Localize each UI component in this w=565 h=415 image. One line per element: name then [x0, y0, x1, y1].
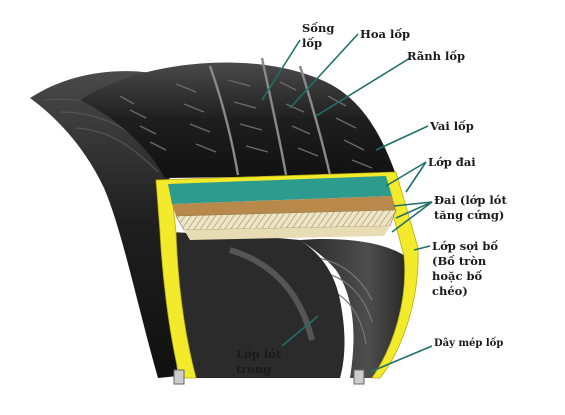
- right-bead: [353, 369, 365, 385]
- right-sidewall: [300, 238, 414, 378]
- label-lop-lot-2: trong: [236, 362, 271, 376]
- tread-grooves: [208, 57, 332, 176]
- belt-cream: [184, 226, 390, 240]
- label-ranh-lop: Rãnh lốp: [407, 49, 465, 63]
- inner-liner-area: [170, 232, 345, 378]
- label-dai-1: Đai (lớp lót: [434, 193, 507, 207]
- callout-labels: Sống lốp Hoa lốp Rãnh lốp Vai lốp Lớp đa…: [236, 21, 507, 376]
- belt-brown: [172, 196, 396, 216]
- label-song-lop-1: Sống: [302, 21, 334, 35]
- label-hoa-lop: Hoa lốp: [360, 27, 410, 41]
- label-soi-bo-2: (Bố tròn: [432, 254, 487, 268]
- label-soi-bo-1: Lớp sợi bố: [432, 239, 498, 253]
- left-sidewall: [30, 71, 178, 379]
- leader-lines: [261, 33, 433, 373]
- label-lop-lot-1: Lớp lót: [236, 347, 282, 361]
- label-song-lop-2: lốp: [302, 36, 322, 50]
- left-bead: [173, 369, 185, 385]
- tread-blocks: [119, 79, 373, 169]
- label-soi-bo-3: hoặc bố: [432, 269, 483, 283]
- label-dai-2: tăng cứng): [434, 208, 504, 222]
- label-lop-dai: Lớp đai: [428, 155, 476, 169]
- tread-crown: [80, 62, 396, 178]
- label-soi-bo-4: chéo): [432, 284, 468, 298]
- belt-teal: [168, 176, 392, 204]
- label-vai-lop: Vai lốp: [429, 119, 474, 133]
- label-day-mep: Dây mép lốp: [434, 337, 503, 349]
